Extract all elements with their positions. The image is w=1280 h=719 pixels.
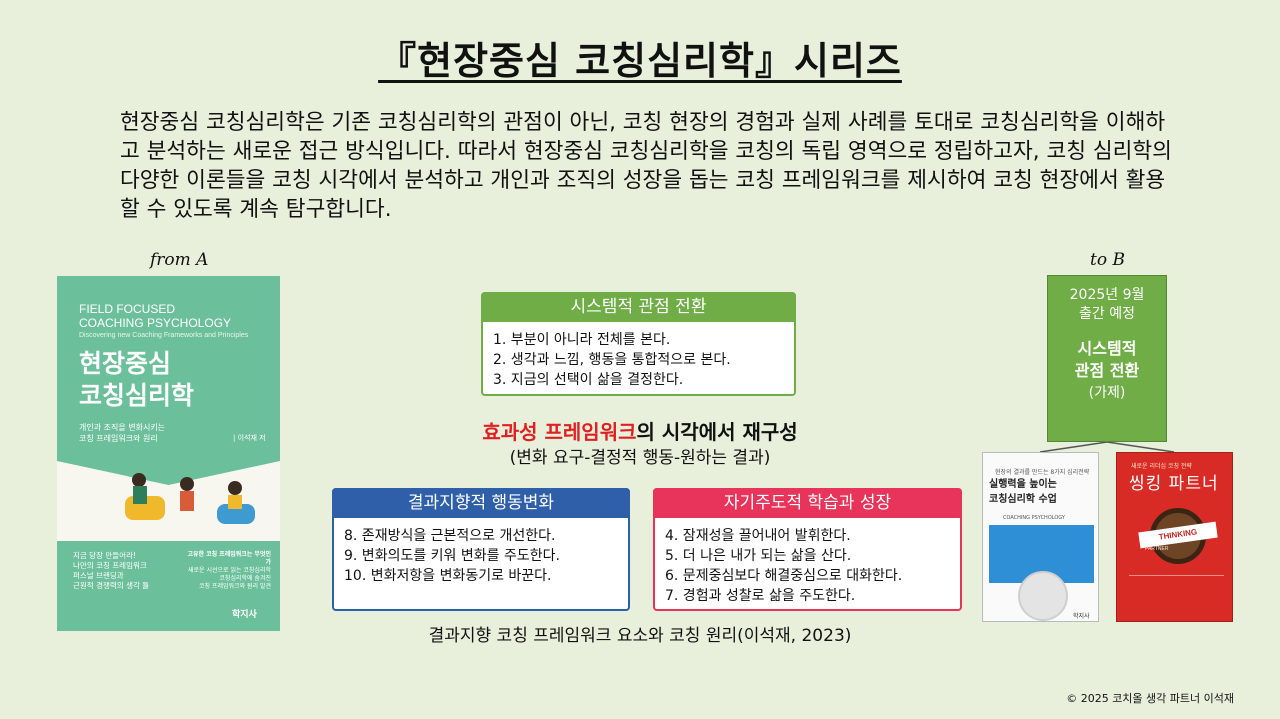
book-text-block xyxy=(1129,575,1224,599)
principle-list: 8. 존재방식을 근본적으로 개선한다. 9. 변화의도를 키워 변화를 주도한… xyxy=(344,526,560,586)
book-publisher: 학지사 xyxy=(1073,613,1090,620)
book-title-line-1: 현장중심 xyxy=(79,349,172,378)
center-title-rest: 의 시각에서 재구성 xyxy=(636,420,798,444)
book-tagline-line: 코칭 프레임워크와 원리 발견 xyxy=(199,583,271,590)
diagram-caption: 결과지향 코칭 프레임워크 요소와 코칭 원리(이석재, 2023) xyxy=(428,626,852,646)
principle-box-result-oriented: 결과지향적 행동변화 8. 존재방식을 근본적으로 개선한다. 9. 변화의도를… xyxy=(332,488,630,611)
principle-box-header: 시스템적 관점 전환 xyxy=(481,292,796,322)
book-tagline-line: 나만의 코칭 프레임워크 xyxy=(73,561,147,570)
book-subtitle-line-1: 개인과 조직을 변화시키는 xyxy=(79,423,166,432)
principle-item: 10. 변화저항을 변화동기로 바꾼다. xyxy=(344,568,552,584)
principle-list: 1. 부분이 아니라 전체를 본다. 2. 생각과 느낌, 행동을 통합적으로 … xyxy=(493,330,731,390)
book-title-line-2: 코칭심리학 수업 xyxy=(989,494,1057,505)
book-small-text: 현장의 결과를 만드는 8가지 심리전략 xyxy=(995,469,1090,476)
page-title: 『현장중심 코칭심리학』시리즈 xyxy=(378,39,902,83)
upcoming-date-line-1: 2025년 9월 xyxy=(1069,287,1145,303)
book-title: 실행력을 높이는 코칭심리학 수업 xyxy=(989,477,1057,507)
principle-item: 6. 문제중심보다 해결중심으로 대화한다. xyxy=(665,568,903,584)
center-title-highlight: 효과성 프레임워크 xyxy=(482,420,637,444)
upcoming-date: 2025년 9월 출간 예정 xyxy=(1048,286,1166,324)
book-en-title: FIELD FOCUSED COACHING PSYCHOLOGY xyxy=(79,302,231,330)
principle-item: 2. 생각과 느낌, 행동을 통합적으로 본다. xyxy=(493,352,731,368)
principle-item: 4. 잠재성을 끌어내어 발휘한다. xyxy=(665,528,851,544)
book-en-title-line-1: FIELD FOCUSED xyxy=(79,302,176,316)
principle-item: 9. 변화의도를 키워 변화를 주도한다. xyxy=(344,548,560,564)
principle-item: 8. 존재방식을 근본적으로 개선한다. xyxy=(344,528,556,544)
principle-box-header: 자기주도적 학습과 성장 xyxy=(653,488,962,518)
book-illustration xyxy=(125,473,255,524)
principle-item: 7. 경험과 성찰로 삶을 주도한다. xyxy=(665,588,856,604)
book-subtitle: 개인과 조직을 변화시키는 코칭 프레임워크와 원리 xyxy=(79,422,165,444)
upcoming-note: (가제) xyxy=(1088,385,1126,401)
book-tagline-left: 지금 당장 만들어라! 나만의 코칭 프레임워크 퍼스널 브랜딩과 근원적 경쟁… xyxy=(73,551,149,591)
upcoming-title: 시스템적 관점 전환 xyxy=(1048,338,1166,382)
principle-box-systemic: 시스템적 관점 전환 1. 부분이 아니라 전체를 본다. 2. 생각과 느낌,… xyxy=(481,292,796,396)
from-label: from A xyxy=(150,250,209,270)
book-author: | 이석재 저 xyxy=(233,434,266,442)
book-cover-execution-coaching: 현장의 결과를 만드는 8가지 심리전략 실행력을 높이는 코칭심리학 수업 C… xyxy=(982,452,1099,622)
book-en-subtitle: Discovering new Coaching Frameworks and … xyxy=(79,332,249,339)
to-label: to B xyxy=(1090,250,1125,270)
book-tagline-line: 지금 당장 만들어라! xyxy=(73,551,136,560)
upcoming-date-line-2: 출간 예정 xyxy=(1079,306,1135,322)
book-cover-thinking-partner: 새로운 리더십 코칭 전략 씽킹 파트너 THINKING PARTNER xyxy=(1116,452,1233,622)
copyright: © 2025 코치올 생각 파트너 이석재 xyxy=(1066,692,1234,705)
book-tagline-line: 근원적 경쟁력의 생각 틀 xyxy=(73,581,150,590)
intro-paragraph: 현장중심 코칭심리학은 기존 코칭심리학의 관점이 아닌, 코칭 현장의 경험과… xyxy=(120,110,1172,222)
center-title: 효과성 프레임워크의 시각에서 재구성 xyxy=(400,416,880,445)
upcoming-title-line-1: 시스템적 xyxy=(1077,339,1137,358)
book-subtitle-line-2: 코칭 프레임워크와 원리 xyxy=(79,434,158,443)
book-tagline-line: 코칭심리학에 숨겨진 xyxy=(219,575,271,582)
book-small-text: 새로운 리더십 코칭 전략 xyxy=(1131,463,1192,470)
book-band-subtext: PARTNER xyxy=(1145,546,1169,552)
principle-item: 3. 지금의 선택이 삶을 결정한다. xyxy=(493,372,684,388)
upcoming-book-box: 2025년 9월 출간 예정 시스템적 관점 전환 (가제) xyxy=(1047,275,1167,442)
book-tagline-line: 퍼스널 브랜딩과 xyxy=(73,571,124,580)
book-tagline-line: 새로운 시선으로 읽는 코칭심리학 xyxy=(187,567,271,574)
book-cover-field-focused-coaching: FIELD FOCUSED COACHING PSYCHOLOGY Discov… xyxy=(57,276,280,631)
center-subtitle: (변화 요구-결정적 행동-원하는 결과) xyxy=(509,448,771,468)
principle-box-header: 결과지향적 행동변화 xyxy=(332,488,630,518)
principle-item: 5. 더 나은 내가 되는 삶을 산다. xyxy=(665,548,852,564)
book-title-line-1: 실행력을 높이는 xyxy=(989,479,1057,490)
book-title: 현장중심 코칭심리학 xyxy=(79,348,194,412)
principle-list: 4. 잠재성을 끌어내어 발휘한다. 5. 더 나은 내가 되는 삶을 산다. … xyxy=(665,526,902,606)
book-en-title-line-2: COACHING PSYCHOLOGY xyxy=(79,316,232,330)
book-plate-illustration xyxy=(1018,571,1068,621)
book-tagline-right: 고유한 코칭 프레임워크는 무엇인가 새로운 시선으로 읽는 코칭심리학 코칭심… xyxy=(187,551,271,591)
principle-box-self-directed: 자기주도적 학습과 성장 4. 잠재성을 끌어내어 발휘한다. 5. 더 나은 … xyxy=(653,488,962,611)
upcoming-title-line-2: 관점 전환 xyxy=(1074,361,1140,380)
book-title-line-2: 코칭심리학 xyxy=(79,381,195,410)
book-title: 씽킹 파트너 xyxy=(1129,474,1219,494)
book-publisher: 학지사 xyxy=(232,610,257,620)
principle-item: 1. 부분이 아니라 전체를 본다. xyxy=(493,332,671,348)
book-tagline-heading: 고유한 코칭 프레임워크는 무엇인가 xyxy=(187,551,271,566)
book-en-title: COACHING PSYCHOLOGY xyxy=(1003,515,1065,521)
